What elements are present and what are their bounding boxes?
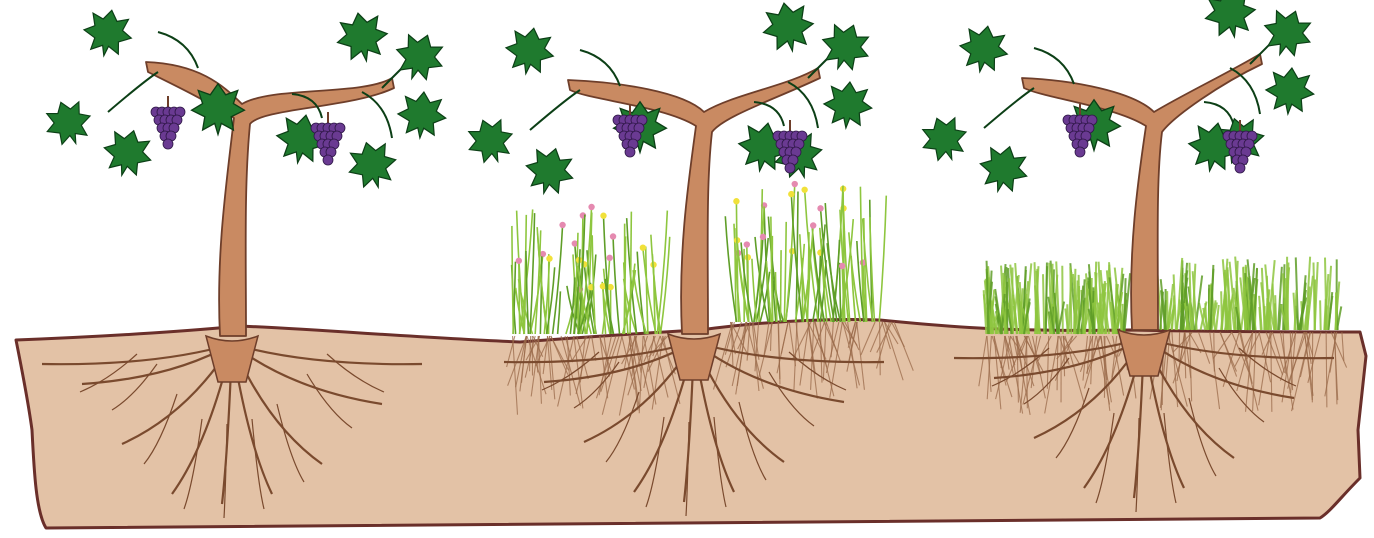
flower-stem bbox=[736, 201, 738, 322]
flower-head bbox=[588, 204, 594, 210]
flower-stem bbox=[512, 226, 513, 334]
grass-blade bbox=[1275, 295, 1276, 330]
wildflower-patch-right bbox=[725, 181, 886, 322]
vine-leaf bbox=[956, 22, 1011, 76]
flower-stem bbox=[558, 291, 561, 334]
grape-berry bbox=[1235, 163, 1245, 173]
flower-head bbox=[817, 205, 823, 211]
vine-leaf bbox=[99, 125, 157, 182]
grass-blade bbox=[1172, 295, 1174, 330]
flower-head bbox=[760, 234, 766, 240]
grape-berry bbox=[785, 163, 795, 173]
flower-head bbox=[546, 255, 552, 261]
flower-head bbox=[610, 233, 616, 239]
grape-bunch bbox=[151, 96, 185, 149]
vine-leaf bbox=[343, 137, 401, 194]
flower-head bbox=[839, 263, 845, 269]
grass-blade bbox=[1221, 291, 1222, 330]
flower-head bbox=[733, 198, 739, 204]
vine-leaf bbox=[815, 17, 876, 77]
flower-stem bbox=[613, 236, 619, 334]
vine-trunk bbox=[146, 62, 394, 336]
flower-head bbox=[744, 241, 750, 247]
vine-shoot bbox=[530, 90, 580, 130]
grass-blade bbox=[1259, 296, 1262, 330]
vine-leaf bbox=[502, 24, 557, 78]
flower-head bbox=[559, 222, 565, 228]
grass-blade bbox=[1320, 300, 1321, 330]
grape-berry bbox=[1075, 147, 1085, 157]
ground-cover-layer bbox=[512, 181, 1342, 334]
vine-shoot bbox=[108, 72, 158, 112]
vine-leaf bbox=[975, 141, 1033, 198]
vine-leaf bbox=[1201, 0, 1259, 41]
vine-shoot bbox=[984, 88, 1034, 128]
grass-blade bbox=[1070, 267, 1071, 334]
flower-stem bbox=[780, 250, 781, 322]
vine-leaf bbox=[461, 113, 519, 170]
fine-root bbox=[1326, 332, 1327, 407]
grape-berry bbox=[625, 147, 635, 157]
grape-berry bbox=[163, 139, 173, 149]
grass-patch-right bbox=[1158, 257, 1342, 330]
flower-stem bbox=[840, 263, 841, 322]
flower-head bbox=[792, 181, 798, 187]
flower-head bbox=[810, 222, 816, 228]
vine-shoot bbox=[158, 32, 198, 68]
vine-leaf bbox=[1264, 66, 1316, 116]
vine-leaf bbox=[759, 0, 817, 55]
grass-blade bbox=[1182, 305, 1183, 330]
vine-shoot bbox=[1204, 102, 1234, 126]
flower-stem bbox=[784, 222, 786, 322]
flower-stem bbox=[879, 196, 886, 322]
flower-head bbox=[606, 255, 612, 261]
fine-root bbox=[1064, 336, 1065, 376]
vine-leaf bbox=[822, 80, 874, 130]
vine-leaf bbox=[1257, 3, 1318, 63]
vine-shoot bbox=[362, 92, 392, 138]
vine-leaf bbox=[521, 143, 579, 200]
flower-stem bbox=[519, 261, 520, 334]
vine-leaf bbox=[396, 90, 448, 140]
vine-leaf bbox=[915, 111, 973, 168]
vine-leaf bbox=[389, 27, 450, 87]
flower-head bbox=[788, 191, 794, 197]
flower-head bbox=[640, 245, 646, 251]
grapevine-2 bbox=[461, 0, 876, 334]
flower-head bbox=[516, 258, 522, 264]
flower-head bbox=[600, 213, 606, 219]
grass-blade bbox=[1006, 267, 1007, 334]
flower-head bbox=[801, 187, 807, 193]
wildflower-patch-left bbox=[512, 204, 670, 334]
vine-leaf bbox=[333, 9, 391, 65]
flower-stem bbox=[752, 259, 757, 322]
grass-blade bbox=[1046, 262, 1047, 334]
flower-stem bbox=[833, 240, 840, 322]
flower-stem bbox=[808, 232, 809, 322]
grape-berry bbox=[323, 155, 333, 165]
grapevine-1 bbox=[39, 6, 450, 336]
grass-patch-left bbox=[984, 261, 1130, 334]
grass-blade bbox=[1205, 303, 1206, 330]
grape-bunch bbox=[311, 112, 345, 165]
vine-leaf bbox=[80, 6, 135, 60]
grass-blade bbox=[1043, 274, 1044, 334]
vine-leaf bbox=[39, 95, 97, 152]
